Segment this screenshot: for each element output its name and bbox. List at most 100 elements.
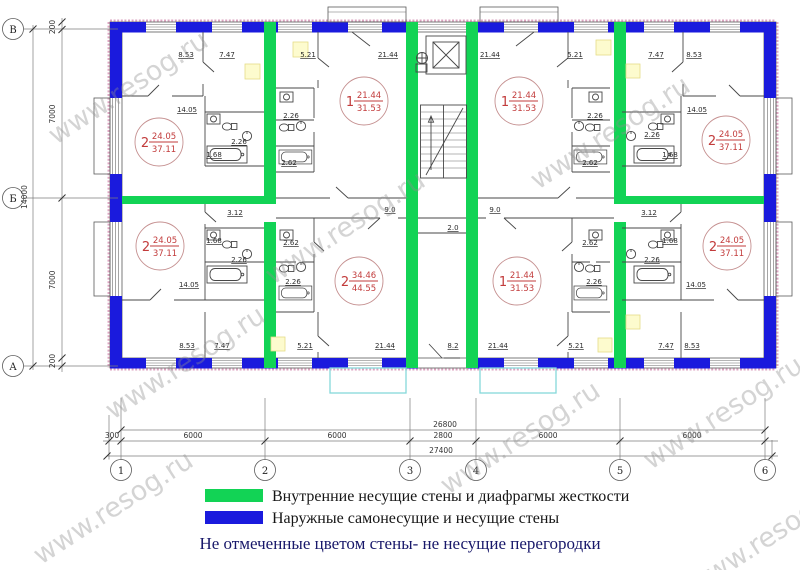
toilet-fixture	[221, 122, 238, 131]
legend-swatch-blue	[205, 511, 263, 524]
svg-text:34.46: 34.46	[352, 271, 376, 281]
room-label: 7.47	[219, 51, 235, 59]
svg-text:24.05: 24.05	[719, 130, 743, 140]
legend-note: Не отмеченные цветом стены- не несущие п…	[199, 534, 600, 553]
svg-text:4: 4	[473, 466, 479, 477]
svg-text:Б: Б	[9, 194, 16, 205]
legend-label-green: Внутренние несущие стены и диафрагмы жес…	[272, 488, 630, 505]
svg-text:7000: 7000	[48, 104, 57, 123]
axis-bubble-2: 2	[254, 459, 276, 481]
svg-text:31.53: 31.53	[510, 284, 534, 294]
svg-text:200: 200	[48, 20, 57, 35]
legend-label-blue: Наружные самонесущие и несущие стены	[272, 510, 559, 527]
top-bays	[327, 6, 559, 47]
room-label: 1.68	[206, 237, 222, 245]
svg-text:2: 2	[142, 240, 150, 255]
room-label: 2.26	[285, 278, 301, 286]
room-label: 9.0	[384, 206, 395, 214]
room-label: 5.21	[297, 342, 313, 350]
room-label: 2.26	[644, 256, 660, 264]
room-label: 2.26	[587, 112, 603, 120]
watermark-text: www.resog.ru	[525, 70, 696, 196]
partitions-top-center-left-apartment	[276, 32, 330, 173]
svg-text:24.05: 24.05	[153, 236, 177, 246]
entrance-porches	[329, 367, 557, 394]
elevator-shaft	[425, 35, 467, 75]
room-label: 8.53	[684, 342, 700, 350]
svg-text:6: 6	[762, 466, 768, 477]
room-label: 2.26	[231, 256, 247, 264]
room-label: 2.62	[582, 159, 598, 167]
room-label: 5.21	[567, 51, 583, 59]
side-balconies	[93, 97, 793, 297]
partitions-bottom-right-apartment	[622, 204, 764, 358]
room-label: 7.47	[648, 51, 664, 59]
axis-bubble-4: 4	[465, 459, 487, 481]
room-label: 21.44	[378, 51, 399, 59]
partitions-top-left-apartment	[122, 32, 264, 167]
partitions-bottom-center-left-apartment	[276, 218, 330, 358]
room-label: 3.12	[641, 209, 657, 217]
room-label: 1.68	[662, 151, 678, 159]
watermark-text: www.resog.ru	[260, 165, 431, 291]
svg-text:2: 2	[141, 136, 149, 151]
room-label: 14.05	[179, 281, 199, 289]
svg-text:2800: 2800	[433, 431, 452, 440]
svg-text:В: В	[9, 25, 16, 36]
stair-core	[415, 35, 467, 359]
room-area-labels: 8.53 7.47 5.21 21.44 21.44 5.21 7.47 8.5…	[177, 51, 707, 350]
axis-bubble-5: 5	[609, 459, 631, 481]
room-label: 9.0	[489, 206, 500, 214]
svg-text:200: 200	[48, 354, 57, 369]
svg-text:300: 300	[105, 431, 120, 440]
svg-text:2: 2	[341, 275, 349, 290]
room-label: 7.47	[658, 342, 674, 350]
svg-text:1: 1	[346, 95, 354, 110]
svg-text:26800: 26800	[433, 420, 457, 429]
svg-text:3: 3	[407, 466, 413, 477]
partitions-bottom-left-apartment	[122, 204, 264, 358]
svg-text:21.44: 21.44	[357, 91, 381, 101]
room-label: 14.05	[177, 106, 197, 114]
watermark-text: www.resog.ru	[435, 375, 606, 501]
svg-text:14000: 14000	[20, 185, 29, 209]
svg-text:1: 1	[118, 466, 124, 477]
svg-text:21.44: 21.44	[512, 91, 536, 101]
room-label: 8.2	[447, 342, 458, 350]
room-label: 21.44	[480, 51, 501, 59]
room-label: 21.44	[488, 342, 509, 350]
room-label: 21.44	[375, 342, 396, 350]
svg-text:6000: 6000	[183, 431, 202, 440]
axis-bubble-b: Б	[2, 187, 24, 209]
partitions-bottom-center-right-apartment	[556, 218, 610, 358]
room-label: 2.26	[283, 112, 299, 120]
svg-text:1: 1	[499, 275, 507, 290]
svg-text:37.11: 37.11	[153, 249, 177, 259]
room-label: 7.47	[214, 342, 230, 350]
svg-text:24.05: 24.05	[152, 132, 176, 142]
vent-blocks	[244, 39, 641, 353]
room-label: 14.05	[687, 106, 707, 114]
svg-text:31.53: 31.53	[357, 104, 381, 114]
room-label: 3.12	[227, 209, 243, 217]
svg-text:А: А	[9, 362, 17, 373]
axis-bubble-a: А	[2, 355, 24, 377]
room-label: 8.53	[686, 51, 702, 59]
axis-bubble-6: 6	[754, 459, 776, 481]
room-label: 14.05	[686, 281, 706, 289]
outer-wall-hatch	[107, 19, 779, 371]
corridor-partitions	[276, 186, 614, 234]
svg-text:6000: 6000	[682, 431, 701, 440]
svg-text:37.11: 37.11	[720, 249, 744, 259]
room-label: 2.62	[283, 239, 299, 247]
room-label: 8.53	[179, 342, 195, 350]
svg-text:7000: 7000	[48, 270, 57, 289]
staircase	[420, 104, 467, 179]
